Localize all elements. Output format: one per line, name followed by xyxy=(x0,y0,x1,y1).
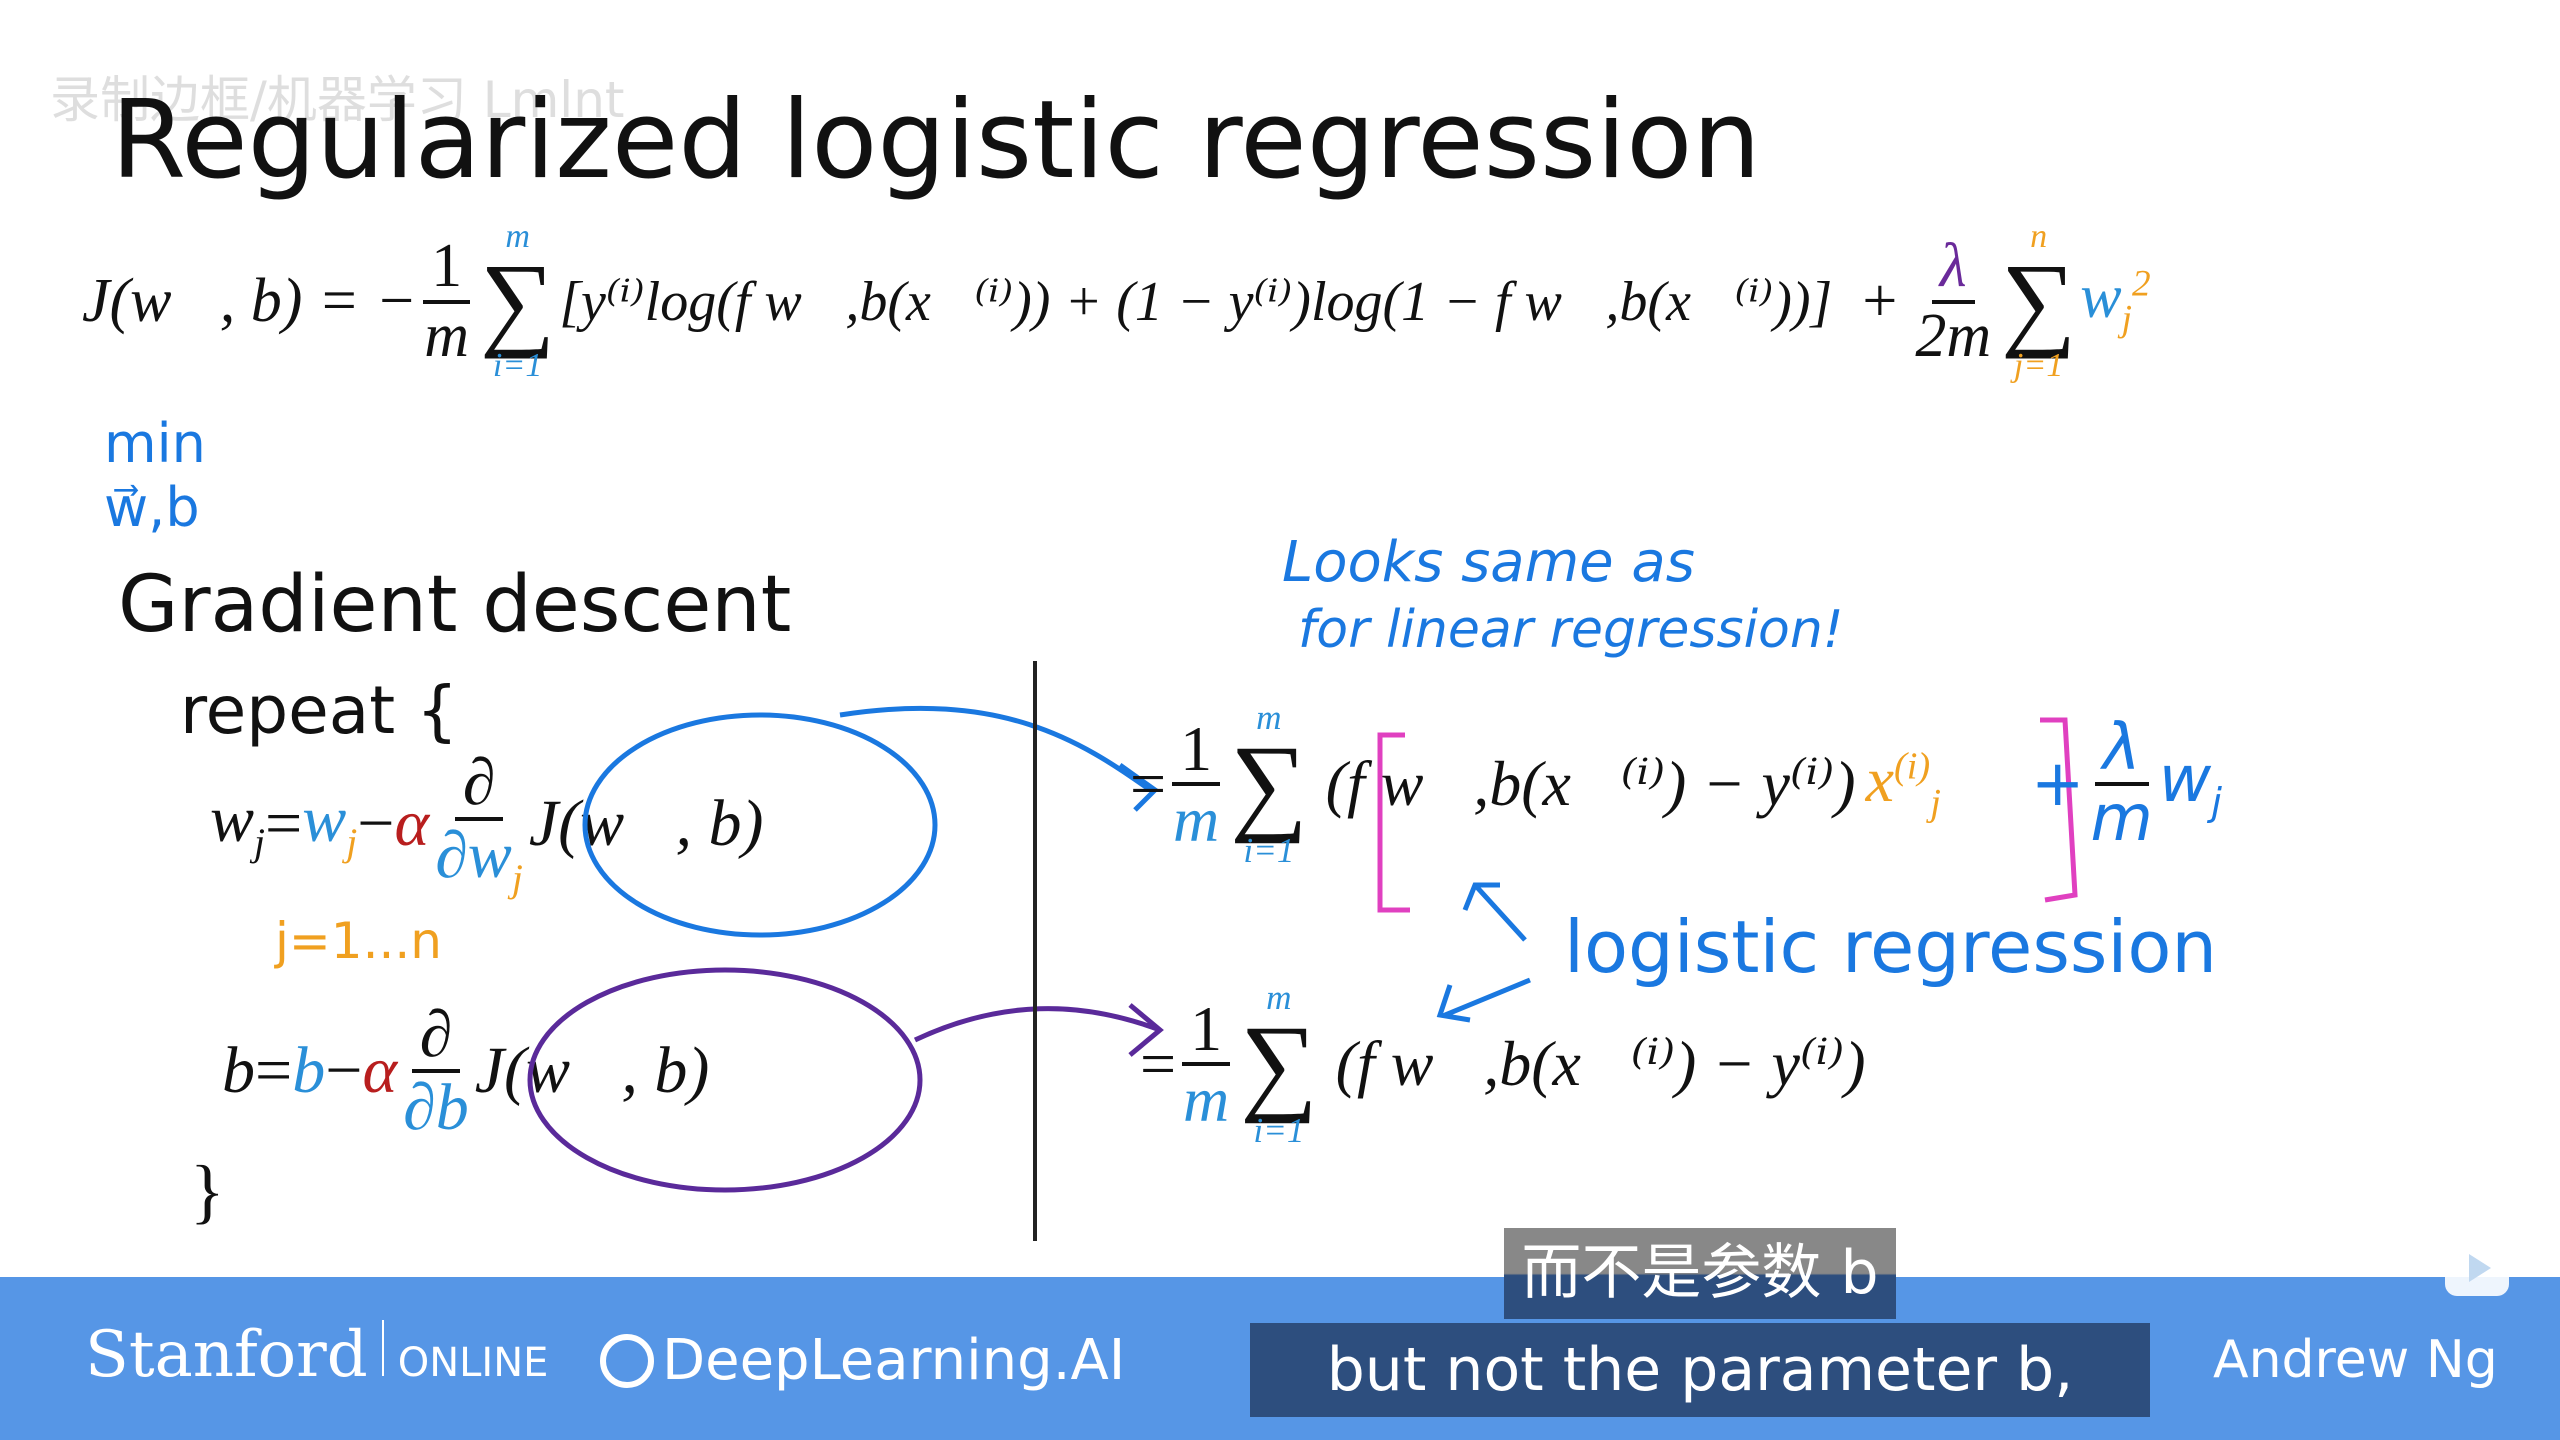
deeplearning-icon xyxy=(600,1333,654,1388)
min-note: min w⃗,b xyxy=(104,412,206,539)
sigma-icon: ∑ xyxy=(480,242,556,360)
j-range-note: j=1...n xyxy=(275,912,442,970)
deeplearning-logo: DeepLearning.AI xyxy=(600,1328,1125,1393)
arrow-up xyxy=(1462,882,1527,942)
cost-body: [y⁽ⁱ⁾log(f w⃗,b(x⃗⁽ⁱ⁾)) + (1 − y⁽ⁱ⁾)log(… xyxy=(559,271,1833,334)
subtitle-en: but not the parameter b, xyxy=(1250,1323,2150,1417)
sigma-icon: ∑ xyxy=(1230,723,1308,845)
logistic-note: logistic regression xyxy=(1564,905,2218,989)
gradient-heading: Gradient descent xyxy=(118,560,792,650)
cost-lhs: J(w⃗, b) = − xyxy=(82,267,418,336)
b-derivative-circle xyxy=(527,967,923,1193)
b-update: b = b − α ∂∂b J(w⃗, b) xyxy=(222,998,710,1145)
close-brace: } xyxy=(190,1151,225,1231)
note-line1: Looks same as xyxy=(1282,530,1695,595)
sum-j: n∑j=1 xyxy=(2001,218,2077,384)
arrow-down xyxy=(1436,977,1531,1023)
magenta-bracket-right xyxy=(2040,717,2078,903)
magenta-bracket-left xyxy=(1377,732,1410,913)
sum-i: m∑i=1 xyxy=(480,218,556,384)
stanford-logo: Stanford ONLINE xyxy=(85,1318,549,1392)
note-line2: for linear regression! xyxy=(1298,600,1844,660)
sigma-icon: ∑ xyxy=(2001,242,2077,360)
reg-term: wj2 xyxy=(2080,263,2151,340)
repeat-label: repeat { xyxy=(180,672,459,749)
plus: + xyxy=(1862,267,1898,336)
slide-title: Regularized logistic regression xyxy=(111,78,1761,203)
arrow-w xyxy=(839,705,1159,812)
w-derivative-circle xyxy=(582,712,938,938)
play-icon[interactable] xyxy=(2445,1240,2509,1296)
presenter-name: Andrew Ng xyxy=(2213,1330,2498,1390)
sigma-icon: ∑ xyxy=(1240,1003,1318,1125)
arrow-b xyxy=(913,1003,1164,1057)
w-update: wj = wj − α ∂∂wj J(w⃗, b) xyxy=(210,746,764,901)
watermark: 录制边框/机器学习 Lmlnt xyxy=(50,71,625,129)
subtitle-zh: 而不是参数 b xyxy=(1504,1228,1896,1319)
